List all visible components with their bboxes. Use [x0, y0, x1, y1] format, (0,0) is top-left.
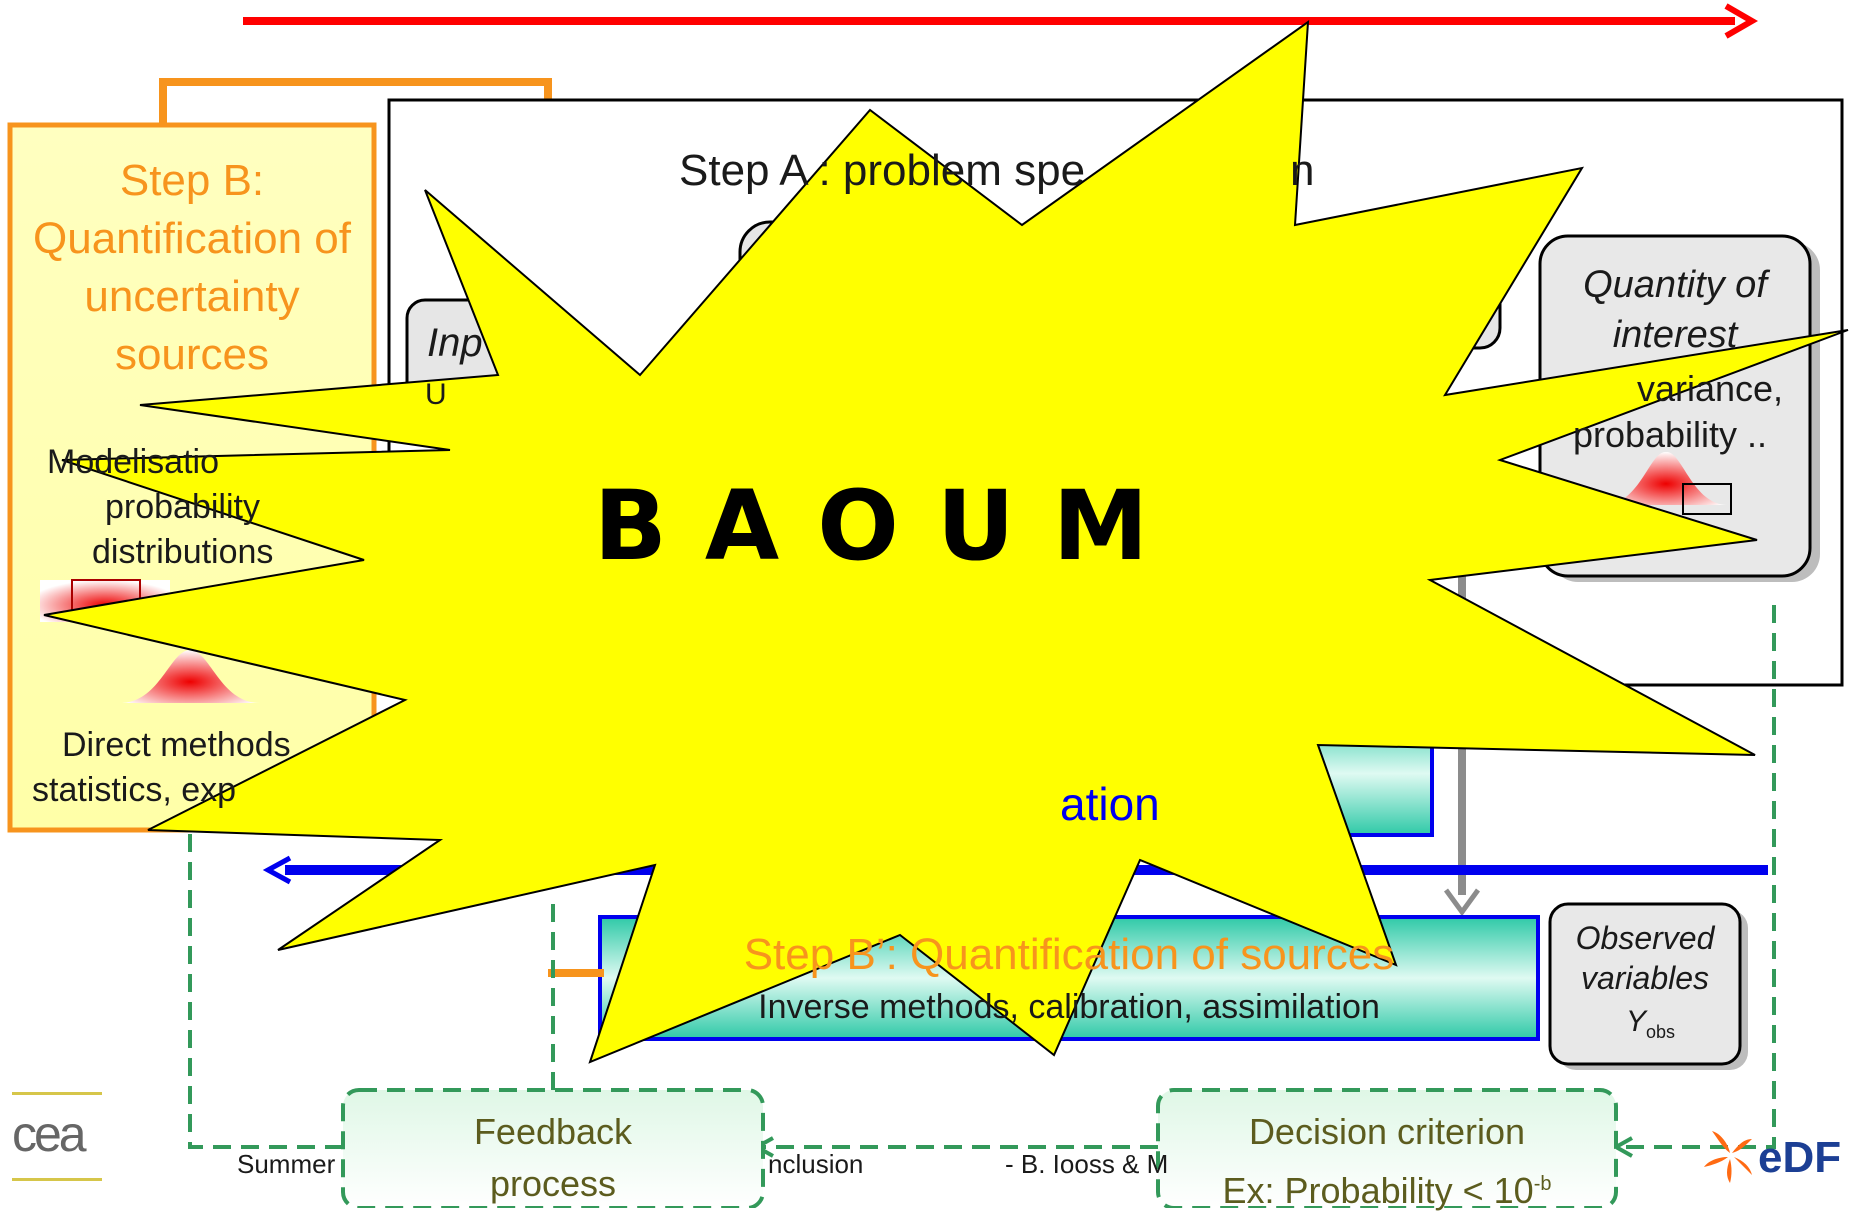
input-box-sub: U: [425, 378, 447, 411]
footer-left: Summer: [237, 1149, 336, 1179]
edf-logo-flower-icon: [1704, 1131, 1752, 1183]
distribution-bell-curve: [120, 650, 260, 703]
cea-logo: cea: [12, 1092, 102, 1182]
step-b-direct-methods: Direct methods statistics, exp: [32, 723, 291, 813]
decision-line-2: Ex: Probability < 10-b: [1158, 1158, 1616, 1217]
cea-logo-line-top: [12, 1092, 102, 1095]
step-b-title-line-4: sources: [114, 330, 270, 379]
step-b-description: Modelisatio probability distributions: [47, 440, 273, 575]
step-b-title-line-3: uncertainty: [84, 272, 300, 321]
observed-var-symbol: Y: [1626, 1005, 1647, 1038]
decision-line-2-text: Ex: Probability < 10: [1222, 1170, 1534, 1211]
green-dashed-loop: [1622, 605, 1776, 1149]
step-b-title-line-2: Quantification of: [33, 214, 351, 263]
step-b-prime-sub: Inverse methods, calibration, assimilati…: [758, 988, 1380, 1026]
cea-logo-line-bottom: [12, 1178, 102, 1181]
feedback-box: [341, 1088, 765, 1208]
step-b-desc-line-3: distributions: [92, 533, 274, 571]
gray-down-arrowhead: [1443, 888, 1481, 917]
quantity-threshold-box: [1682, 483, 1732, 515]
step-a-title: Step A : problem spe: [679, 146, 1086, 195]
blue-left-arrowhead: [262, 855, 292, 885]
step-b-direct-line-1: Direct methods: [62, 726, 291, 764]
observed-label: Observed variables: [1550, 918, 1740, 998]
observed-label-line-2: variables: [1580, 960, 1710, 996]
step-b-direct-line-2: statistics, exp: [32, 771, 237, 809]
step-b-title-line-1: Step B:: [119, 156, 265, 205]
observed-var-subscript: obs: [1646, 1022, 1676, 1042]
observed-variable: Yobs: [1626, 1005, 1675, 1043]
baoum-text: BAOUM: [593, 470, 1187, 582]
baoum-explosion: [43, 19, 1849, 1064]
top-red-arrowhead: [1724, 3, 1759, 39]
step-c-label: ation: [1060, 778, 1160, 830]
step-b-desc-line-1: Modelisatio: [47, 443, 219, 481]
footer-middle: nclusion: [768, 1149, 864, 1179]
step-b-title: Step B: Quantification of uncertainty so…: [10, 152, 374, 384]
quantity-sub-line-1: variance,: [1636, 368, 1784, 409]
observed-variables-box: [1548, 902, 1742, 1066]
quantity-sub-line-2: probability ..: [1572, 414, 1768, 455]
cea-logo-text: cea: [12, 1106, 87, 1162]
quantity-label: Quantity of interest: [1540, 260, 1810, 360]
quantity-label-line-2: interest: [1612, 314, 1738, 356]
decision-line-1: Decision criterion: [1248, 1111, 1526, 1152]
green-dashed-left: [188, 830, 343, 1149]
decision-box: [1156, 1088, 1618, 1208]
feedback-label-line-1: Feedback: [473, 1111, 633, 1152]
decision-exponent: -b: [1533, 1173, 1552, 1195]
quantity-label-line-1: Quantity of: [1583, 264, 1767, 306]
edf-logo: eDF: [1700, 1125, 1850, 1195]
edf-logo-text: eDF: [1758, 1133, 1842, 1182]
feedback-label: Feedback process: [343, 1106, 763, 1210]
step-b-desc-line-2: probability: [105, 488, 260, 526]
input-box-label: Inp: [427, 321, 483, 365]
quantity-sub: variance, probability ..: [1560, 366, 1820, 458]
step-b-prime-title: Step B’: Quantification of sources: [743, 930, 1395, 979]
decision-label: Decision criterion Ex: Probability < 10-…: [1158, 1106, 1616, 1217]
step-a-title-tail: n: [1290, 146, 1315, 195]
footer-right: - B. Iooss & M: [1005, 1149, 1169, 1179]
observed-label-line-1: Observed: [1575, 920, 1715, 956]
quantity-bell-curve: [1604, 451, 1728, 505]
feedback-label-line-2: process: [489, 1163, 617, 1204]
